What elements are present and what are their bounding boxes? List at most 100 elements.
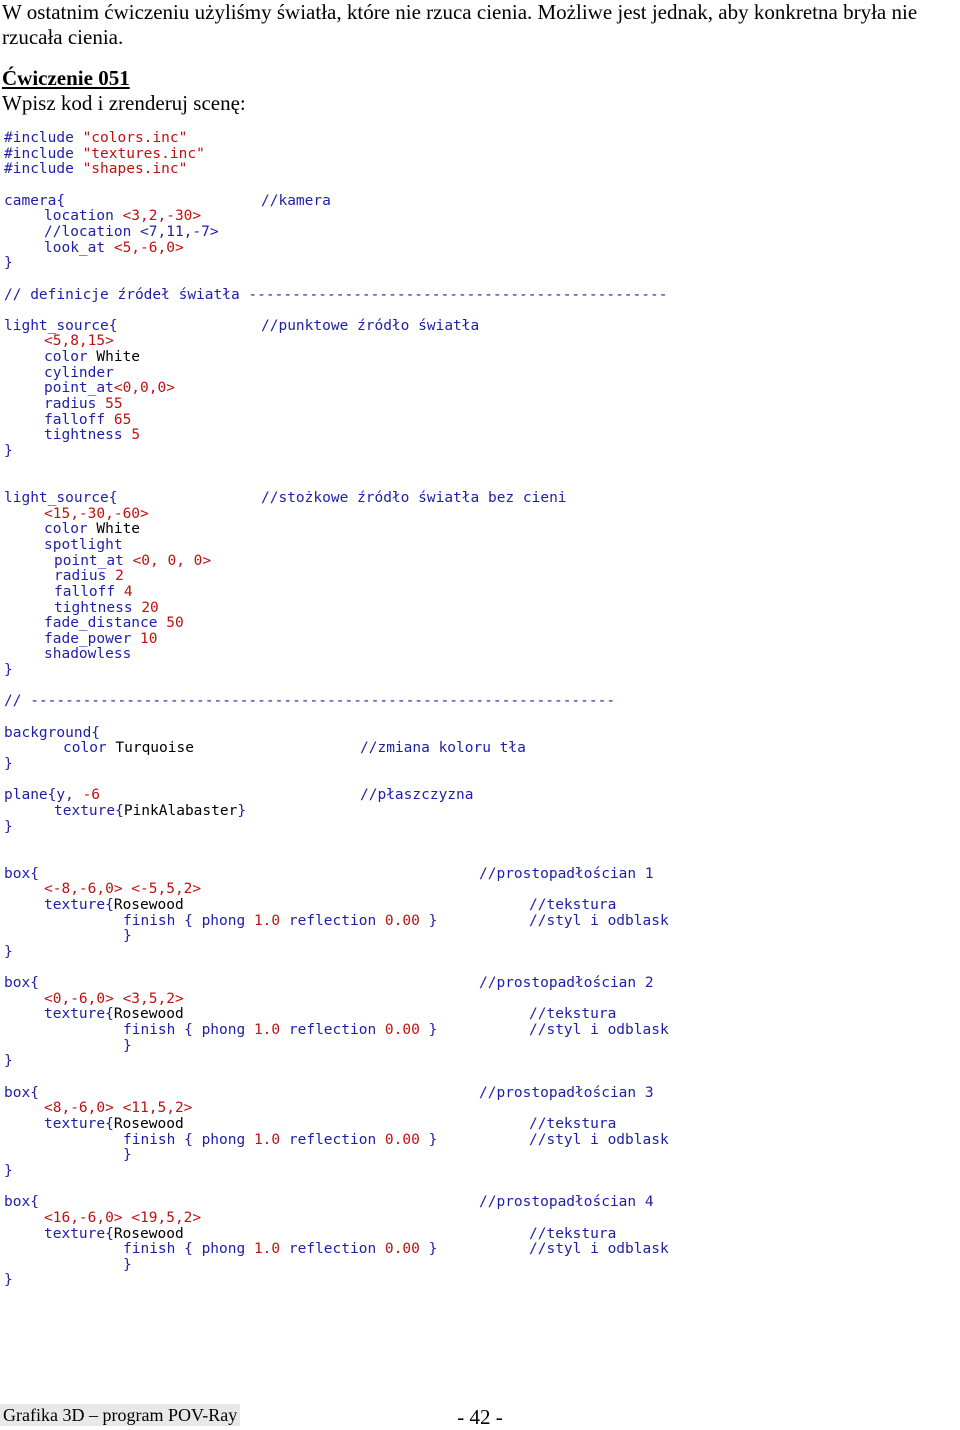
code-token: color — [44, 349, 97, 365]
code-token: } — [4, 1272, 13, 1288]
code-line: box{ — [4, 1194, 39, 1210]
code-line: finish { phong 1.0 reflection 0.00 } — [123, 1132, 437, 1148]
code-line: } — [123, 1257, 132, 1273]
code-token: 4 — [123, 584, 133, 600]
code-token: 1.0 — [253, 1132, 281, 1148]
code-line: fade_power 10 — [44, 631, 158, 647]
code-token: } — [123, 1257, 132, 1273]
code-token: <5,-6,0> — [113, 240, 184, 256]
exercise-title: Ćwiczenie 051 — [2, 66, 130, 90]
code-token: falloff — [44, 412, 114, 428]
code-token: } — [419, 913, 438, 929]
code-comment: //zmiana koloru tła — [360, 740, 526, 756]
code-token: } — [419, 1241, 438, 1257]
code-comment: //tekstura — [529, 1116, 617, 1132]
code-line: #include "shapes.inc" — [4, 161, 187, 177]
code-token: #include — [4, 161, 83, 177]
code-line: look_at <5,-6,0> — [44, 240, 184, 256]
code-line: light_source{ — [4, 490, 118, 506]
code-token: Rosewood — [113, 897, 184, 913]
code-token: } — [4, 756, 13, 772]
code-line: spotlight — [44, 537, 123, 553]
code-line: finish { phong 1.0 reflection 0.00 } — [123, 1241, 437, 1257]
code-line: //location <7,11,-7> — [44, 224, 219, 240]
code-token: } — [4, 1163, 13, 1179]
code-comment: //prostopadłościan 1 — [479, 866, 654, 882]
code-line: } — [4, 443, 13, 459]
code-line: finish { phong 1.0 reflection 0.00 } — [123, 913, 437, 929]
code-token: location — [44, 208, 123, 224]
code-token: -6 — [82, 787, 101, 803]
code-token: look_at — [44, 240, 114, 256]
code-token: // definicje źródeł światła ------------… — [4, 287, 668, 303]
code-token: tightness — [54, 600, 142, 616]
code-token: 10 — [140, 631, 158, 647]
code-line: location <3,2,-30> — [44, 208, 201, 224]
code-line: background{ — [4, 725, 100, 741]
code-token: White — [96, 349, 141, 365]
code-token: } — [4, 944, 13, 960]
code-token: #include — [4, 146, 83, 162]
code-line: plane{y, -6 — [4, 787, 100, 803]
code-line: } — [123, 1147, 132, 1163]
code-comment: //tekstura — [529, 1006, 617, 1022]
code-line: <5,8,15> — [44, 333, 114, 349]
code-token: } — [4, 443, 13, 459]
code-token: "colors.inc" — [82, 130, 188, 146]
code-line: } — [4, 1163, 13, 1179]
code-line: // definicje źródeł światła ------------… — [4, 287, 667, 303]
code-token: 50 — [166, 615, 184, 631]
code-line: tightness 20 — [54, 600, 159, 616]
code-line: radius 55 — [44, 396, 123, 412]
code-token: Rosewood — [113, 1116, 184, 1132]
code-comment: //tekstura — [529, 897, 617, 913]
code-token: light_source{ — [4, 318, 118, 334]
code-line: <16,-6,0> <19,5,2> — [44, 1210, 201, 1226]
code-comment: //punktowe źródło światła — [261, 318, 480, 334]
code-line: falloff 65 — [44, 412, 131, 428]
code-token: } — [123, 928, 132, 944]
code-token: <0,0,0> — [113, 380, 175, 396]
code-token: shadowless — [44, 646, 132, 662]
code-comment: //płaszczyzna — [360, 787, 474, 803]
code-token: texture{ — [44, 897, 114, 913]
code-token: box{ — [4, 1194, 39, 1210]
code-token: } — [419, 1132, 438, 1148]
code-line: box{ — [4, 975, 39, 991]
code-line: color Turquoise — [63, 740, 194, 756]
code-token: tightness — [44, 427, 132, 443]
code-line: color White — [44, 521, 140, 537]
code-token: <0,-6,0> <3,5,2> — [44, 991, 184, 1007]
code-token: 0.00 — [384, 913, 420, 929]
code-token: 2 — [115, 568, 124, 584]
code-comment: //styl i odblask — [529, 913, 669, 929]
code-line: fade_distance 50 — [44, 615, 184, 631]
code-token: box{ — [4, 866, 39, 882]
code-line: box{ — [4, 866, 39, 882]
code-token: "textures.inc" — [82, 146, 205, 162]
code-token: #include — [4, 130, 83, 146]
code-line: shadowless — [44, 646, 131, 662]
code-token: // -------------------------------------… — [4, 693, 616, 709]
code-token: finish { phong — [123, 1241, 254, 1257]
code-line: } — [4, 944, 13, 960]
code-line: <15,-30,-60> — [44, 506, 149, 522]
code-line: } — [123, 1038, 132, 1054]
code-line: point_at<0,0,0> — [44, 380, 175, 396]
code-line: } — [4, 662, 13, 678]
code-line: } — [4, 819, 13, 835]
code-token: } — [123, 1038, 132, 1054]
code-comment: //prostopadłościan 4 — [479, 1194, 654, 1210]
code-line: box{ — [4, 1085, 39, 1101]
code-token: <16,-6,0> <19,5,2> — [44, 1210, 202, 1226]
code-token: } — [237, 803, 247, 819]
code-token: texture{ — [44, 1006, 114, 1022]
code-token: finish { phong — [123, 1022, 254, 1038]
code-line: #include "colors.inc" — [4, 130, 187, 146]
code-listing: #include "colors.inc"#include "textures.… — [4, 130, 760, 1295]
code-token: color — [63, 740, 116, 756]
code-line: <0,-6,0> <3,5,2> — [44, 991, 184, 1007]
code-line: texture{Rosewood — [44, 1116, 184, 1132]
code-token: 0.00 — [384, 1241, 420, 1257]
code-token: } — [4, 255, 13, 271]
